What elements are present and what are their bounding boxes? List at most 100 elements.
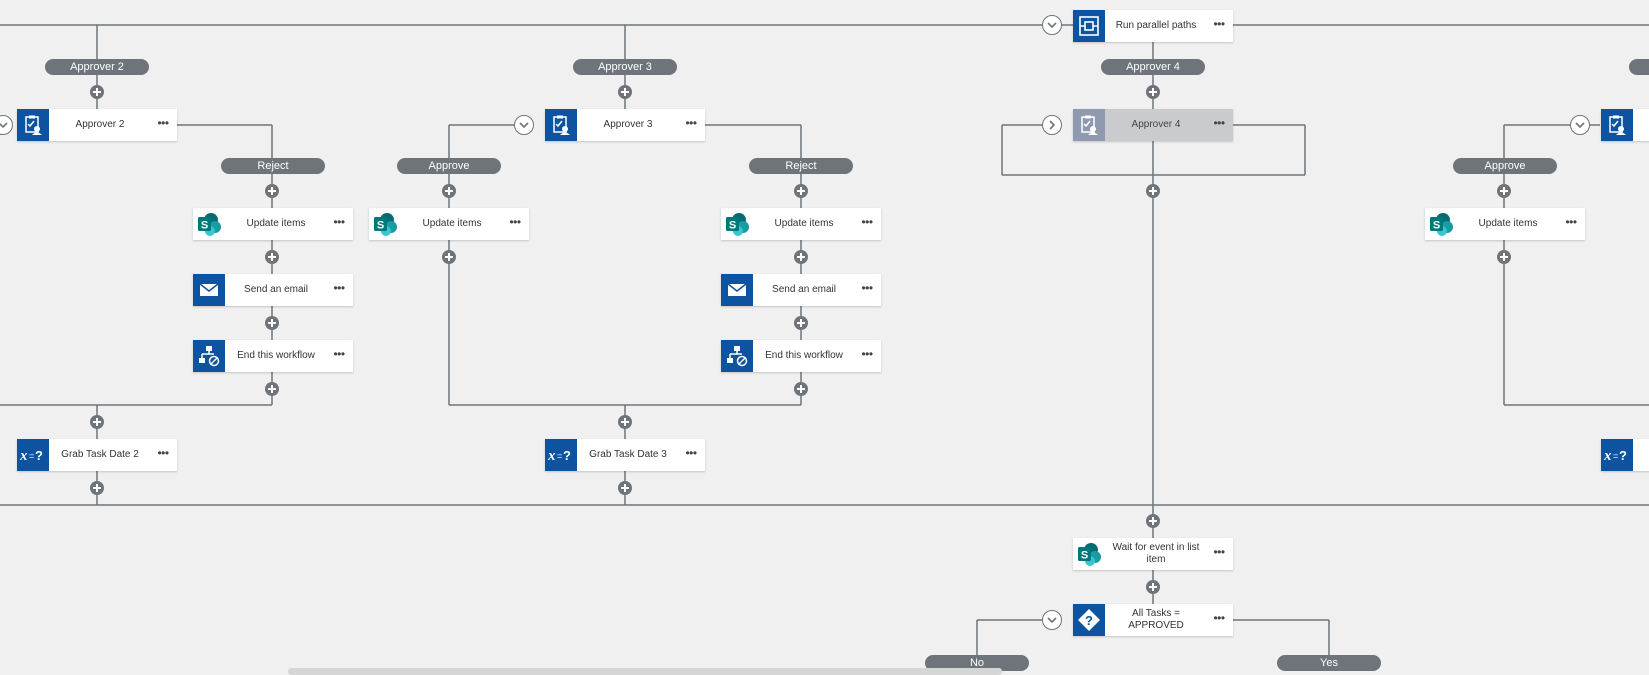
add-action-button[interactable] (794, 382, 808, 396)
add-action-button[interactable] (265, 250, 279, 264)
action-label: Send an email (244, 284, 308, 295)
add-action-button[interactable] (794, 316, 808, 330)
add-action-button[interactable] (90, 85, 104, 99)
action-label: All Tasks = APPROVED (1128, 608, 1184, 631)
outcome-reject[interactable]: Reject (749, 158, 853, 174)
all-tasks-approved-condition[interactable]: ? All Tasks = APPROVED ••• (1073, 604, 1233, 636)
action-label: Update items (1478, 218, 1538, 229)
action-label: End this workflow (237, 350, 315, 361)
envelope-icon (721, 274, 753, 306)
outcome-approve[interactable]: Approve (397, 158, 501, 174)
approver-3-action[interactable]: Approver 3 ••• (545, 109, 705, 141)
chevron-right-icon (1049, 120, 1056, 130)
add-action-button[interactable] (265, 316, 279, 330)
collapse-toggle[interactable] (514, 115, 534, 135)
svg-text:S: S (377, 220, 384, 232)
approver-4-action[interactable]: Approver 4 ••• (1073, 109, 1233, 141)
add-action-button[interactable] (442, 250, 456, 264)
branch-label-approver-2[interactable]: Approver 2 (45, 59, 149, 75)
add-action-button[interactable] (618, 481, 632, 495)
grab-task-date-partial-action[interactable]: x=? (1601, 439, 1649, 471)
add-action-button[interactable] (618, 85, 632, 99)
add-action-button[interactable] (1497, 250, 1511, 264)
end-workflow-action[interactable]: End this workflow ••• (193, 340, 353, 372)
add-action-button[interactable] (794, 250, 808, 264)
send-email-action[interactable]: Send an email ••• (193, 274, 353, 306)
expand-toggle[interactable] (1042, 115, 1062, 135)
update-items-action[interactable]: S Update items ••• (193, 208, 353, 240)
wait-for-event-action[interactable]: S Wait for event in list item ••• (1073, 538, 1233, 570)
action-label: End this workflow (765, 350, 843, 361)
action-label: Update items (246, 218, 306, 229)
more-options-button[interactable]: ••• (509, 215, 521, 229)
condition-question-icon: ? (1073, 604, 1105, 636)
svg-text:x: x (19, 448, 28, 464)
more-options-button[interactable]: ••• (333, 347, 345, 361)
svg-text:?: ? (1085, 613, 1093, 628)
outcome-approve[interactable]: Approve (1453, 158, 1557, 174)
end-workflow-icon (193, 340, 225, 372)
outcome-reject[interactable]: Reject (221, 158, 325, 174)
add-action-button[interactable] (90, 415, 104, 429)
outcome-no[interactable]: No (925, 655, 1029, 671)
action-label: Approver 4 (1131, 119, 1181, 130)
add-action-button[interactable] (1497, 184, 1511, 198)
approver-2-action[interactable]: Approver 2 ••• (17, 109, 177, 141)
svg-text:=: = (557, 451, 562, 461)
grab-task-date-3-action[interactable]: x=? Grab Task Date 3 ••• (545, 439, 705, 471)
more-options-button[interactable]: ••• (333, 281, 345, 295)
more-options-button[interactable]: ••• (861, 347, 873, 361)
add-action-button[interactable] (618, 415, 632, 429)
outcome-yes[interactable]: Yes (1277, 655, 1381, 671)
more-options-button[interactable]: ••• (157, 116, 169, 130)
add-action-button[interactable] (265, 184, 279, 198)
action-label: Approver 3 (603, 119, 653, 130)
horizontal-scrollbar[interactable] (288, 668, 1002, 675)
svg-text:?: ? (1619, 448, 1627, 463)
update-items-action[interactable]: S Update items ••• (1425, 208, 1585, 240)
more-options-button[interactable]: ••• (1565, 215, 1577, 229)
parallel-paths-icon (1073, 10, 1105, 42)
branch-label-partial[interactable] (1629, 59, 1649, 75)
more-options-button[interactable]: ••• (1213, 611, 1225, 625)
collapse-toggle[interactable] (1570, 115, 1590, 135)
add-action-button[interactable] (794, 184, 808, 198)
action-label: Approver 2 (75, 119, 125, 130)
more-options-button[interactable]: ••• (157, 446, 169, 460)
add-action-button[interactable] (1146, 85, 1160, 99)
send-email-action[interactable]: Send an email ••• (721, 274, 881, 306)
branch-label-approver-4[interactable]: Approver 4 (1101, 59, 1205, 75)
end-workflow-action[interactable]: End this workflow ••• (721, 340, 881, 372)
add-action-button[interactable] (1146, 514, 1160, 528)
update-items-action[interactable]: S Update items ••• (369, 208, 529, 240)
approver-partial-action[interactable] (1601, 109, 1649, 141)
collapse-toggle[interactable] (1042, 15, 1062, 35)
more-options-button[interactable]: ••• (1213, 545, 1225, 559)
set-variable-icon: x=? (17, 439, 49, 471)
action-label: Grab Task Date 3 (589, 449, 667, 460)
run-parallel-paths-action[interactable]: Run parallel paths ••• (1073, 10, 1233, 42)
add-action-button[interactable] (1146, 580, 1160, 594)
action-label: Run parallel paths (1115, 20, 1197, 31)
more-options-button[interactable]: ••• (861, 281, 873, 295)
task-approval-icon (1601, 109, 1633, 141)
more-options-button[interactable]: ••• (1213, 17, 1225, 31)
update-items-action[interactable]: S Update items ••• (721, 208, 881, 240)
add-action-button[interactable] (442, 184, 456, 198)
add-action-button[interactable] (90, 481, 104, 495)
task-approval-icon (1073, 109, 1105, 141)
branch-label-approver-3[interactable]: Approver 3 (573, 59, 677, 75)
action-label: Update items (422, 218, 482, 229)
sharepoint-icon: S (369, 208, 401, 240)
add-action-button[interactable] (265, 382, 279, 396)
more-options-button[interactable]: ••• (685, 116, 697, 130)
grab-task-date-2-action[interactable]: x=? Grab Task Date 2 ••• (17, 439, 177, 471)
more-options-button[interactable]: ••• (861, 215, 873, 229)
sharepoint-icon: S (721, 208, 753, 240)
add-action-button[interactable] (1146, 184, 1160, 198)
more-options-button[interactable]: ••• (685, 446, 697, 460)
more-options-button[interactable]: ••• (333, 215, 345, 229)
more-options-button[interactable]: ••• (1213, 116, 1225, 130)
collapse-toggle[interactable] (1042, 610, 1062, 630)
